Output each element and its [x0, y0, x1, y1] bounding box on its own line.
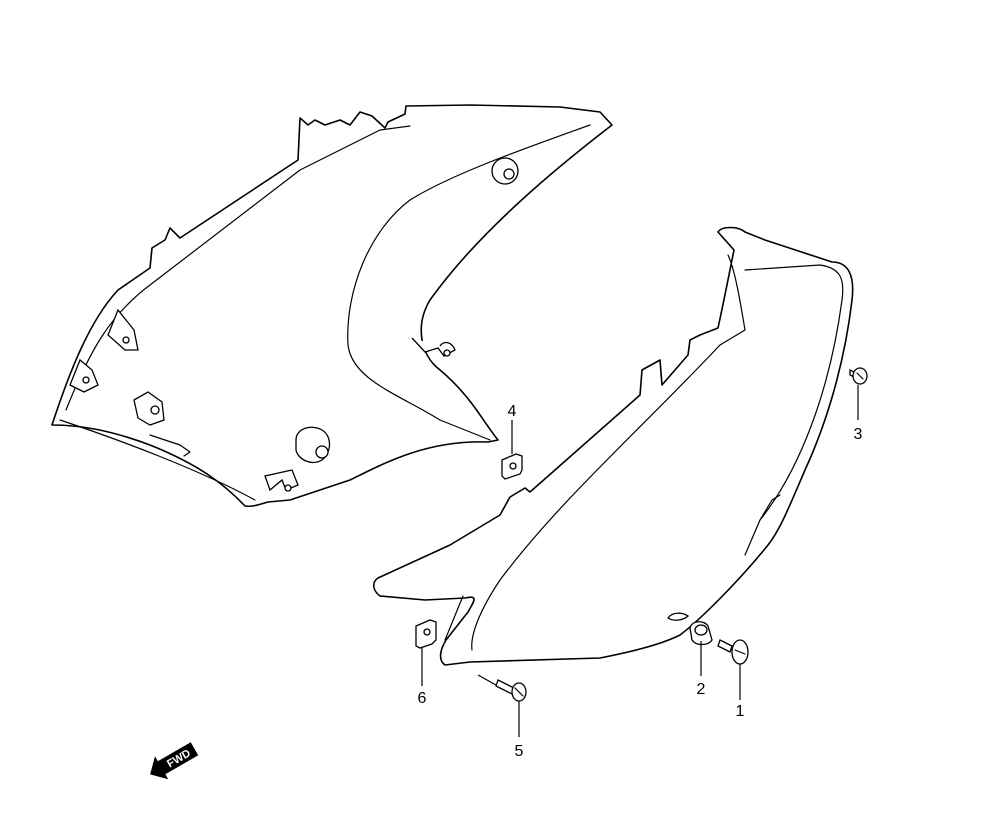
screw-part-5: [495, 679, 527, 702]
leader-lines: [421, 385, 859, 737]
callout-4: 4: [508, 403, 517, 420]
upper-cover-panel: [51, 104, 613, 508]
fwd-label: FWD: [165, 747, 193, 770]
callout-1: 1: [736, 703, 745, 720]
clip-nut-part-6: [415, 619, 437, 649]
callout-6: 6: [418, 690, 427, 707]
grommet-part-2: [689, 621, 713, 646]
callout-5: 5: [515, 743, 524, 760]
callout-2: 2: [697, 681, 706, 698]
bolt-part-1: [717, 639, 749, 665]
screw-part-3: [849, 367, 868, 385]
fwd-arrow-icon: FWD: [150, 742, 199, 780]
lower-cover-panel: [372, 226, 854, 666]
clip-nut-part-4: [501, 453, 523, 480]
callout-3: 3: [854, 426, 863, 443]
